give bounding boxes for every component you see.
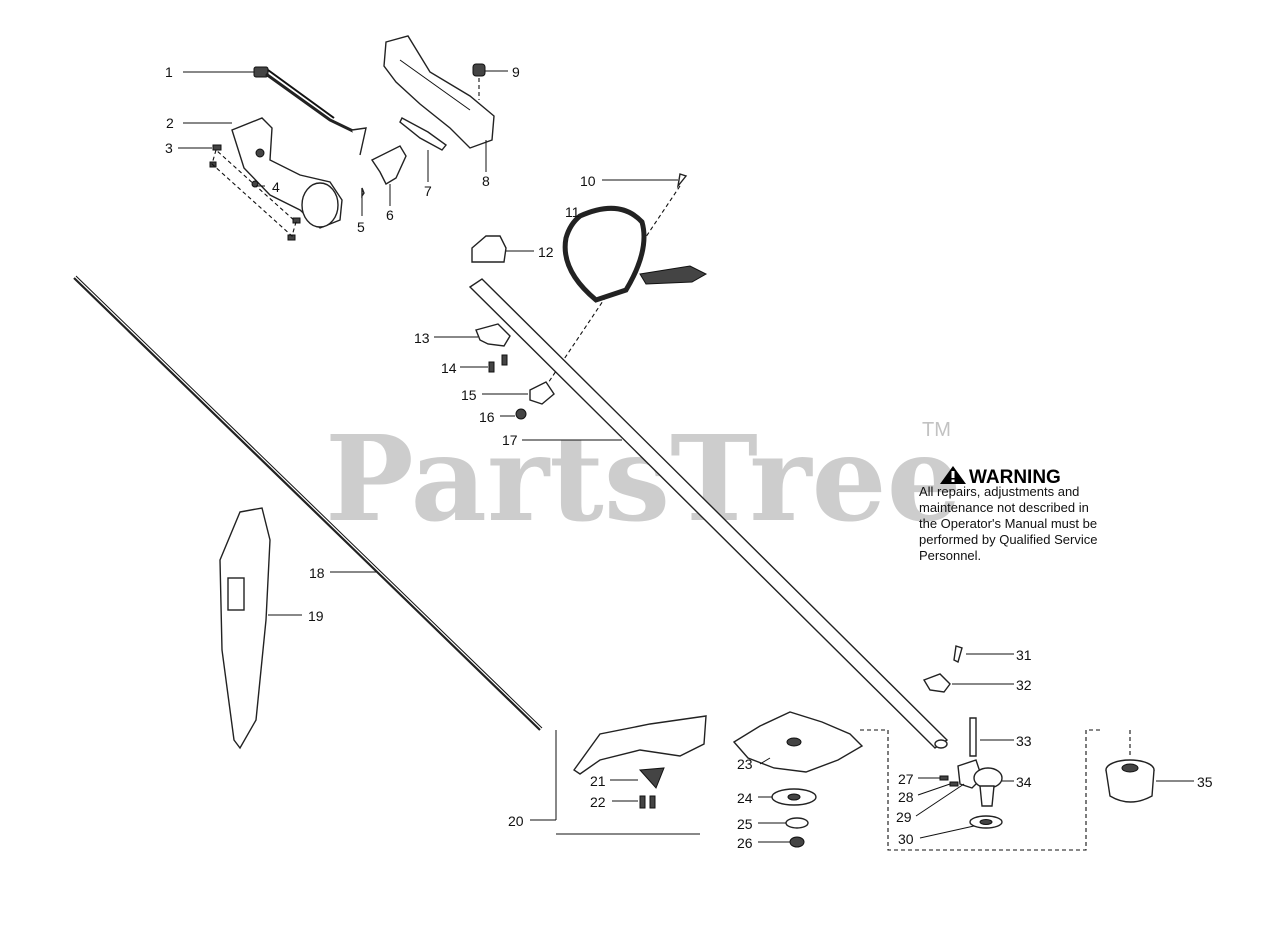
part-26-nut[interactable] bbox=[789, 836, 805, 848]
callout-26[interactable]: 26 bbox=[737, 835, 753, 851]
part-27-screw[interactable] bbox=[939, 775, 949, 781]
part-28-screw[interactable] bbox=[949, 781, 959, 787]
callout-22[interactable]: 22 bbox=[590, 794, 606, 810]
callout-21[interactable]: 21 bbox=[590, 773, 606, 789]
part-9-nut[interactable] bbox=[472, 63, 486, 100]
callout-30[interactable]: 30 bbox=[898, 831, 914, 847]
part-25-washer[interactable] bbox=[785, 817, 809, 829]
callout-leaders bbox=[178, 70, 1194, 843]
callout-23[interactable]: 23 bbox=[737, 756, 753, 772]
warning-icon bbox=[940, 466, 966, 484]
callout-29[interactable]: 29 bbox=[896, 809, 912, 825]
callout-15[interactable]: 15 bbox=[461, 387, 477, 403]
callout-5[interactable]: 5 bbox=[357, 219, 365, 235]
callout-20[interactable]: 20 bbox=[508, 813, 524, 829]
callout-11[interactable]: 11 bbox=[565, 204, 580, 220]
callout-8[interactable]: 8 bbox=[482, 173, 490, 189]
callout-35[interactable]: 35 bbox=[1197, 774, 1213, 790]
warning-line-5: Personnel. bbox=[919, 548, 981, 563]
callout-10[interactable]: 10 bbox=[580, 173, 596, 189]
part-19-harness-strap[interactable] bbox=[219, 507, 271, 750]
callout-13[interactable]: 13 bbox=[414, 330, 430, 346]
watermark-brand: PartsTree bbox=[325, 409, 962, 548]
part-7-trigger[interactable] bbox=[399, 117, 448, 151]
part-8-rear-handle[interactable] bbox=[383, 35, 495, 149]
part-15-clamp[interactable] bbox=[529, 381, 555, 405]
callout-16[interactable]: 16 bbox=[479, 409, 495, 425]
part-6-switch[interactable] bbox=[370, 145, 407, 185]
callout-6[interactable]: 6 bbox=[386, 207, 394, 223]
part-17-shaft-tube[interactable] bbox=[468, 278, 949, 749]
warning-line-2: maintenance not described in bbox=[919, 500, 1089, 515]
warning-line-3: the Operator's Manual must be bbox=[919, 516, 1097, 531]
part-20-grass-shield[interactable] bbox=[573, 715, 707, 775]
callout-4[interactable]: 4 bbox=[272, 179, 280, 195]
part-14-screws[interactable] bbox=[488, 354, 508, 373]
callout-33[interactable]: 33 bbox=[1016, 733, 1032, 749]
part-33-rod[interactable] bbox=[969, 717, 977, 757]
callout-17[interactable]: 17 bbox=[502, 432, 518, 448]
warning-line-4: performed by Qualified Service bbox=[919, 532, 1097, 547]
callout-24[interactable]: 24 bbox=[737, 790, 753, 806]
part-21-wedge[interactable] bbox=[638, 767, 665, 789]
callout-34[interactable]: 34 bbox=[1016, 774, 1032, 790]
callout-labels: 1 2 3 4 5 6 7 8 9 10 11 12 13 14 15 16 1… bbox=[165, 64, 1213, 851]
part-31-bolt[interactable] bbox=[953, 645, 963, 664]
part-1-throttle-cable[interactable] bbox=[253, 66, 367, 156]
callout-12[interactable]: 12 bbox=[538, 244, 554, 260]
part-12-clamp[interactable] bbox=[471, 235, 507, 263]
callout-14[interactable]: 14 bbox=[441, 360, 457, 376]
callout-7[interactable]: 7 bbox=[424, 183, 432, 199]
callout-1[interactable]: 1 bbox=[165, 64, 173, 80]
part-16-nut[interactable] bbox=[515, 408, 527, 420]
warning-line-1: All repairs, adjustments and bbox=[919, 484, 1079, 499]
callout-32[interactable]: 32 bbox=[1016, 677, 1032, 693]
part-23-blade[interactable] bbox=[732, 711, 864, 773]
callout-31[interactable]: 31 bbox=[1016, 647, 1032, 663]
blade-kit-outline bbox=[860, 729, 1100, 851]
callout-28[interactable]: 28 bbox=[898, 789, 914, 805]
part-18-drive-shaft[interactable] bbox=[73, 275, 543, 731]
part-32-clamp[interactable] bbox=[922, 673, 951, 693]
part-30-washer[interactable] bbox=[969, 815, 1003, 829]
part-3-screws[interactable] bbox=[209, 144, 301, 241]
part-5-pin[interactable] bbox=[361, 187, 365, 199]
part-2-engine-housing[interactable] bbox=[231, 117, 343, 229]
callout-18[interactable]: 18 bbox=[309, 565, 325, 581]
callout-9[interactable]: 9 bbox=[512, 64, 520, 80]
part-10-bolt[interactable] bbox=[539, 173, 688, 396]
warning-title: WARNING bbox=[969, 467, 1061, 488]
callout-25[interactable]: 25 bbox=[737, 816, 753, 832]
part-35-trimmer-head[interactable] bbox=[1105, 730, 1155, 803]
part-24-washer[interactable] bbox=[771, 788, 817, 806]
part-34-gearbox[interactable] bbox=[973, 767, 1003, 807]
watermark-trademark: TM bbox=[922, 419, 951, 441]
callout-19[interactable]: 19 bbox=[308, 608, 324, 624]
warning-notice: WARNING All repairs, adjustments and mai… bbox=[919, 466, 1097, 563]
part-11-loop-handle[interactable] bbox=[562, 205, 708, 303]
part-13-bracket[interactable] bbox=[475, 323, 511, 347]
callout-2[interactable]: 2 bbox=[166, 115, 174, 131]
part-22-screws[interactable] bbox=[639, 795, 656, 809]
watermark: PartsTree TM bbox=[325, 409, 962, 548]
callout-3[interactable]: 3 bbox=[165, 140, 173, 156]
callout-27[interactable]: 27 bbox=[898, 771, 914, 787]
